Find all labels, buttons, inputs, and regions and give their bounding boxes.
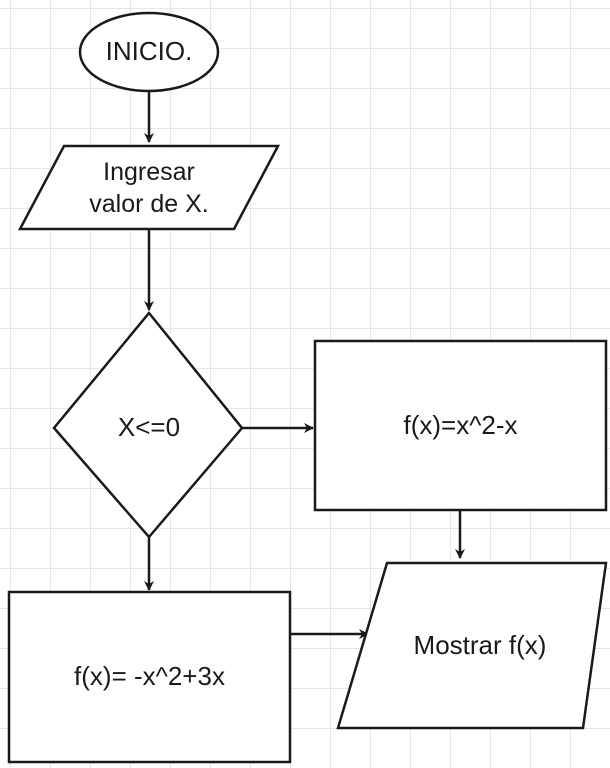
start-terminator <box>78 11 220 93</box>
start-label: INICIO. <box>105 36 193 67</box>
process-true-box <box>313 339 608 512</box>
decision-diamond <box>52 311 244 539</box>
input-label: Ingresar valor de X. <box>89 157 209 219</box>
decision-label: X<=0 <box>117 412 181 443</box>
process-false-box <box>7 590 292 764</box>
process-false-label: f(x)= -x^2+3x <box>74 661 225 692</box>
input-parallelogram <box>17 144 281 231</box>
process-true-label: f(x)=x^2-x <box>403 409 518 440</box>
output-parallelogram <box>336 561 608 730</box>
output-label: Mostrar f(x) <box>413 629 547 660</box>
